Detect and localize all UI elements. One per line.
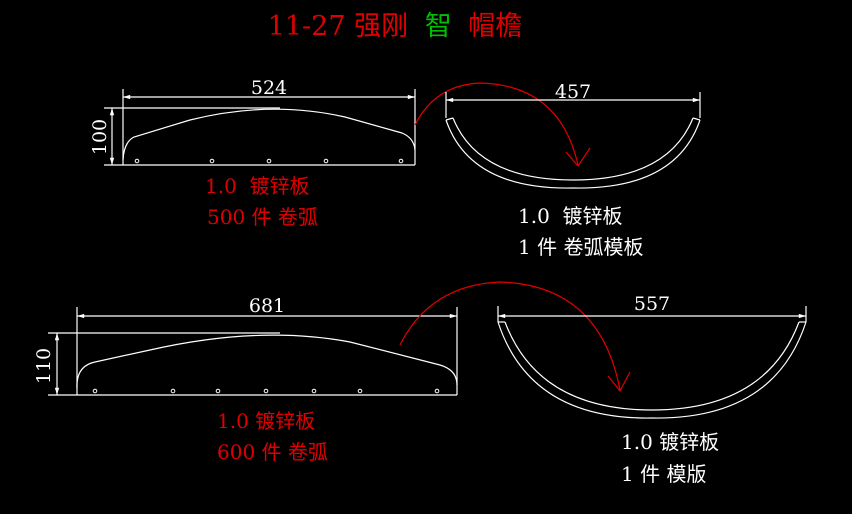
- arrow-2-head: [607, 371, 631, 393]
- title-name: 智: [425, 11, 452, 42]
- arrow-1-head: [565, 147, 591, 167]
- part1-profile: 524 100: [89, 77, 416, 166]
- part1-height-label: 100: [89, 119, 111, 155]
- part2-material-label: 1.0 镀锌板: [217, 409, 315, 433]
- drawing-title: 11-27 强刚 智 帽檐: [268, 11, 523, 42]
- arc1-material-label: 1.0 镀锌板: [518, 204, 623, 228]
- part2-height-label: 110: [33, 348, 55, 384]
- arc2-quantity-label: 1 件 模版: [621, 462, 706, 486]
- arc1-width-label: 457: [555, 81, 591, 103]
- title-part: 帽檐: [468, 11, 522, 42]
- part2-width-label: 681: [249, 295, 285, 317]
- arc2-template: 557: [497, 293, 807, 419]
- arc2-material-label: 1.0 镀锌板: [621, 430, 719, 454]
- part1-quantity-label: 500 件 卷弧: [207, 205, 318, 229]
- part2-profile: 681 110: [33, 295, 458, 396]
- arc1-template: 457: [445, 81, 701, 189]
- part1-width-label: 524: [251, 77, 287, 99]
- arc2-width-label: 557: [634, 293, 670, 315]
- arrow-2: [399, 281, 621, 391]
- title-code: 11-27 强刚: [268, 11, 408, 42]
- arrow-1: [414, 82, 579, 166]
- part1-material-label: 1.0 镀锌板: [205, 174, 310, 198]
- part2-quantity-label: 600 件 卷弧: [217, 440, 328, 464]
- arc1-quantity-label: 1 件 卷弧模板: [518, 235, 643, 259]
